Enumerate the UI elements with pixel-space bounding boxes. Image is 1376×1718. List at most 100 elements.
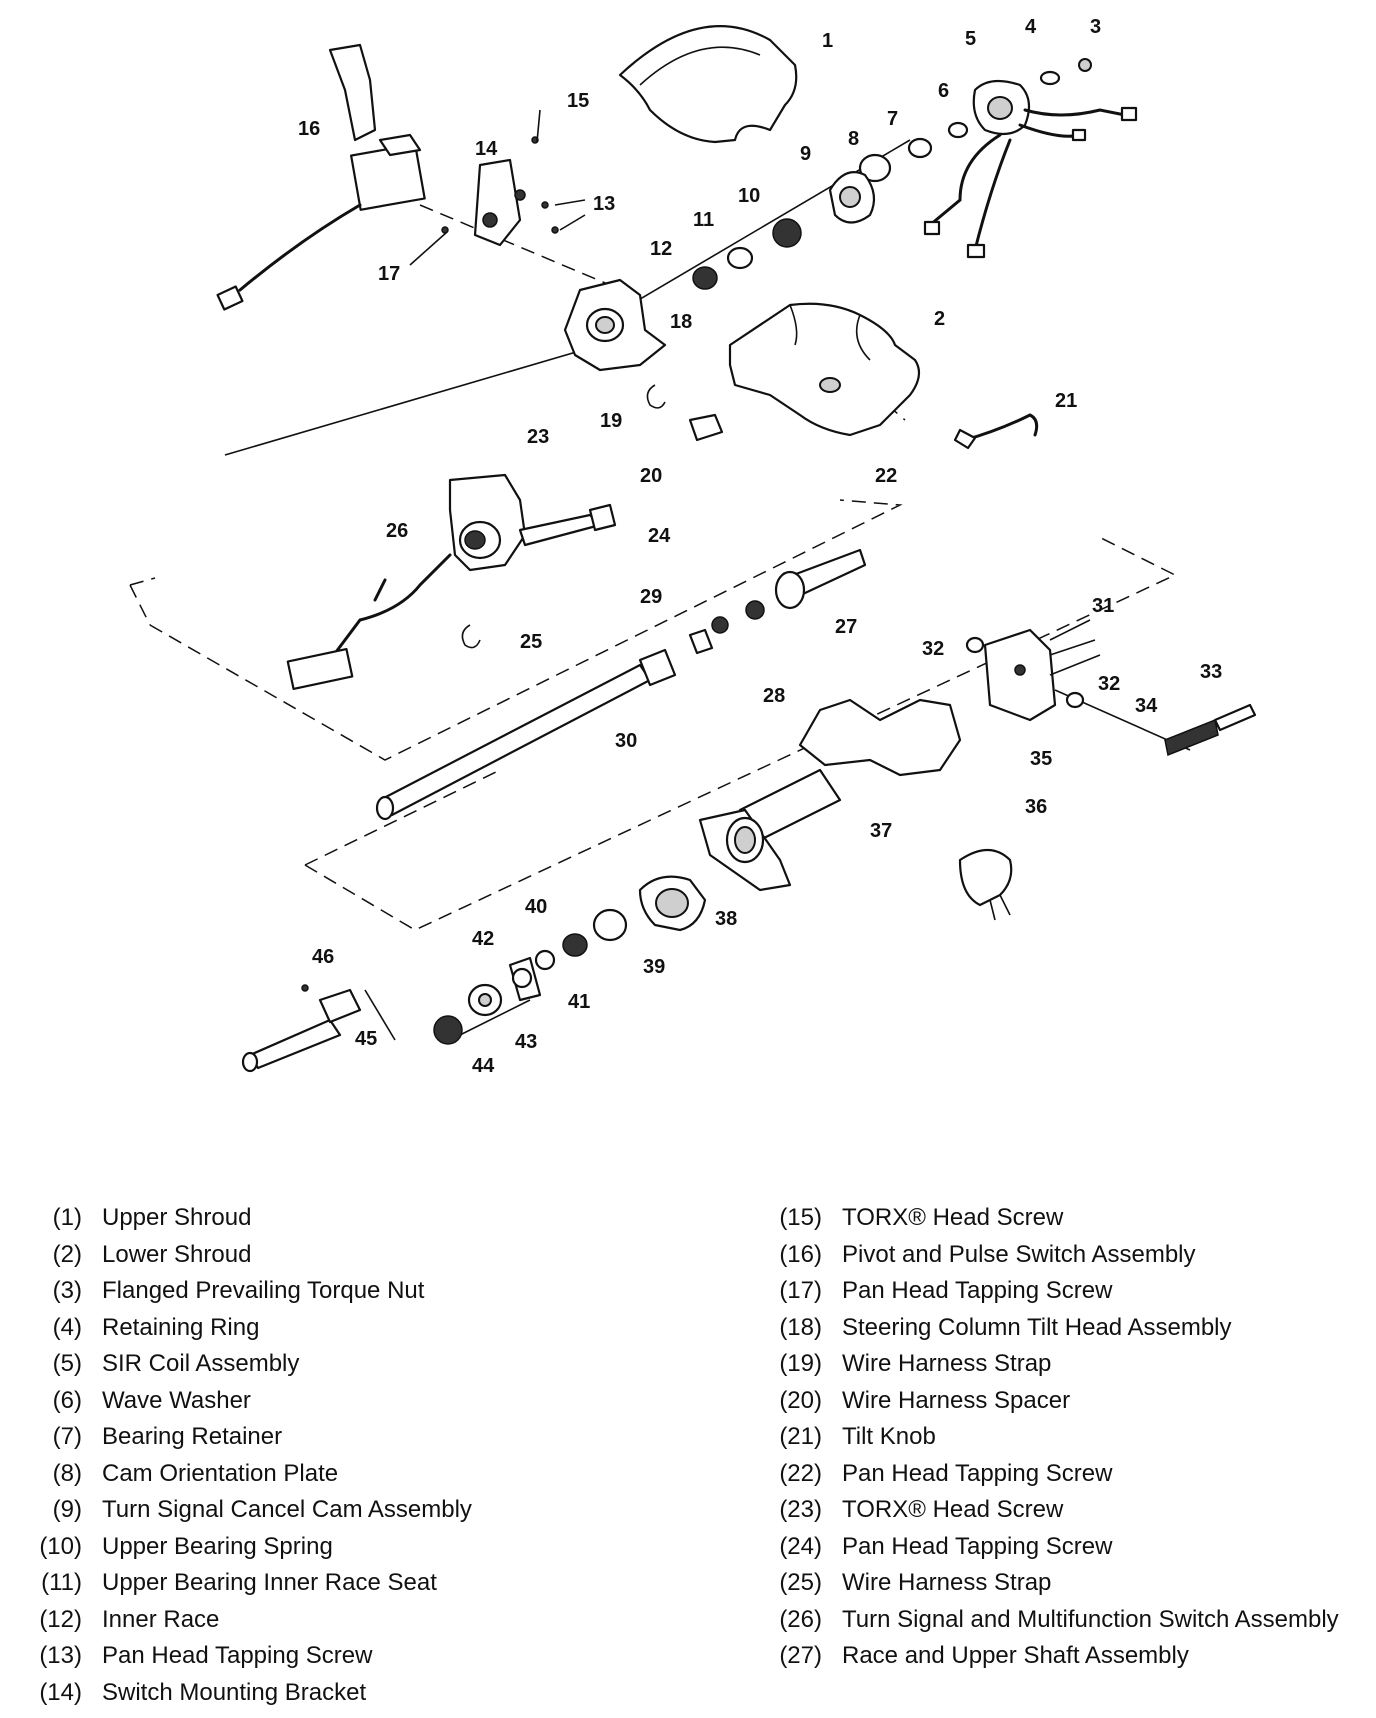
callout-22: 22 [875, 465, 897, 487]
callout-25: 25 [520, 631, 542, 653]
legend-number: (10) [39, 1532, 82, 1560]
callout-33: 33 [1200, 661, 1222, 683]
legend-number: (3) [52, 1277, 82, 1304]
legend-part-name: Pivot and Pulse Switch Assembly [842, 1240, 1196, 1268]
legend-number: (17) [779, 1277, 822, 1304]
legend-part-name: SIR Coil Assembly [102, 1350, 300, 1377]
legend-item: (22)Pan Head Tapping Screw [758, 1456, 1358, 1493]
legend-part-name: Pan Head Tapping Screw [842, 1459, 1113, 1487]
switch-bracket-part [409, 109, 586, 266]
legend-number: (16) [779, 1240, 822, 1268]
callout-19: 19 [600, 410, 622, 432]
legend-part-name: Turn Signal and Multifunction Switch Ass… [842, 1605, 1339, 1633]
callout-9: 9 [800, 143, 811, 165]
callout-4: 4 [1025, 16, 1037, 38]
legend-part-name: Wire Harness Strap [842, 1350, 1052, 1377]
callout-21: 21 [1055, 390, 1077, 412]
legend-part-name: Wire Harness Spacer [842, 1386, 1071, 1414]
legend-item: (26)Turn Signal and Multifunction Switch… [758, 1602, 1358, 1639]
lower-shroud-part [728, 302, 921, 437]
legend-item: (13) Pan Head Tapping Screw [18, 1638, 678, 1675]
legend-item: (2)Lower Shroud [18, 1237, 678, 1274]
legend-number: (23) [779, 1496, 822, 1523]
parts-legend: (1) Upper Shroud (2)Lower Shroud (3) Flang… [0, 1200, 1376, 1710]
coil-and-washers [828, 58, 1138, 259]
legend-part-name: Pan Head Tapping Screw [102, 1642, 373, 1669]
legend-part-name: TORX® Head Screw [842, 1204, 1064, 1231]
callout-36: 36 [1025, 796, 1047, 818]
legend-number: (27) [779, 1642, 822, 1669]
legend-number: (25) [779, 1569, 822, 1596]
callout-8: 8 [848, 128, 859, 150]
callout-32-left: 32 [922, 638, 944, 660]
callout-6: 6 [938, 80, 949, 102]
clamp-part [958, 848, 1013, 921]
legend-part-name: Pan Head Tapping Screw [842, 1277, 1113, 1304]
housing-and-springs [965, 619, 1257, 757]
tilt-head-part [563, 278, 667, 372]
dashed-group-outlines [129, 204, 1177, 931]
column-jacket-part [698, 698, 962, 892]
race-upper-shaft-part [688, 548, 867, 655]
legend-number: (11) [41, 1569, 82, 1596]
legend-part-name: Retaining Ring [102, 1313, 260, 1341]
legend-item: (6)Wave Washer [18, 1383, 678, 1420]
legend-item: (23)TORX® Head Screw [758, 1492, 1358, 1529]
legend-number: (24) [779, 1532, 822, 1560]
legend-item: (24)Pan Head Tapping Screw [758, 1529, 1358, 1566]
callout-20: 20 [640, 465, 662, 487]
callout-40: 40 [525, 896, 547, 918]
callout-46: 46 [312, 946, 334, 968]
callout-39: 39 [643, 956, 665, 978]
callout-30: 30 [615, 730, 637, 752]
legend-part-name: Flanged Prevailing Torque Nut [102, 1277, 425, 1304]
legend-part-name: Cam Orientation Plate [102, 1459, 339, 1487]
legend-part-name: Tilt Knob [842, 1423, 936, 1450]
legend-item: (10)Upper Bearing Spring [18, 1529, 678, 1566]
callout-7: 7 [887, 108, 898, 130]
callout-13: 13 [593, 193, 615, 215]
callout-38: 38 [715, 908, 737, 930]
legend-number: (1) [52, 1204, 82, 1231]
callout-42: 42 [472, 928, 494, 950]
callout-5: 5 [965, 28, 976, 50]
callout-45: 45 [355, 1028, 377, 1050]
bearing-stack [692, 218, 802, 290]
callout-11: 11 [693, 209, 714, 231]
callout-2: 2 [934, 308, 945, 330]
legend-item: (20)Wire Harness Spacer [758, 1383, 1358, 1420]
legend-number: (12) [39, 1605, 82, 1633]
callout-43: 43 [515, 1031, 537, 1053]
callout-10: 10 [738, 185, 760, 207]
legend-number: (15) [779, 1204, 822, 1231]
harness-strap-spacer-knob [646, 384, 1039, 450]
legend-part-name: Wire Harness Strap [842, 1569, 1052, 1596]
legend-item: (4)Retaining Ring [18, 1310, 678, 1347]
legend-item: (9)Turn Signal Cancel Cam Assembly [18, 1492, 678, 1529]
lower-shaft-part [375, 648, 677, 821]
legend-part-name: Upper Bearing Inner Race Seat [102, 1569, 437, 1596]
callout-41: 41 [568, 991, 590, 1013]
legend-number: (18) [779, 1313, 822, 1341]
legend-item: (15) TORX® Head Screw [758, 1200, 1358, 1237]
callout-24: 24 [648, 525, 671, 547]
callout-37: 37 [870, 820, 892, 842]
legend-part-name: Bearing Retainer [102, 1423, 283, 1450]
legend-part-name: Lower Shroud [102, 1240, 252, 1268]
legend-item: (16) Pivot and Pulse Switch Assembly [758, 1237, 1358, 1274]
legend-item: (14)Switch Mounting Bracket [18, 1675, 678, 1712]
callout-32-right: 32 [1098, 673, 1120, 695]
legend-number: (6) [52, 1386, 82, 1414]
callout-26: 26 [386, 520, 408, 542]
callout-3: 3 [1090, 16, 1101, 38]
legend-item: (19)Wire Harness Strap [758, 1346, 1358, 1383]
legend-part-name: Steering Column Tilt Head Assembly [842, 1313, 1232, 1341]
legend-number: (13) [39, 1642, 82, 1669]
callout-23: 23 [527, 426, 549, 448]
callout-28: 28 [763, 685, 785, 707]
callout-14: 14 [475, 138, 498, 160]
legend-number: (14) [39, 1678, 82, 1706]
legend-item: (18) Steering Column Tilt Head Assembly [758, 1310, 1358, 1347]
legend-number: (7) [52, 1423, 82, 1450]
legend-part-name: Upper Shroud [102, 1204, 252, 1231]
